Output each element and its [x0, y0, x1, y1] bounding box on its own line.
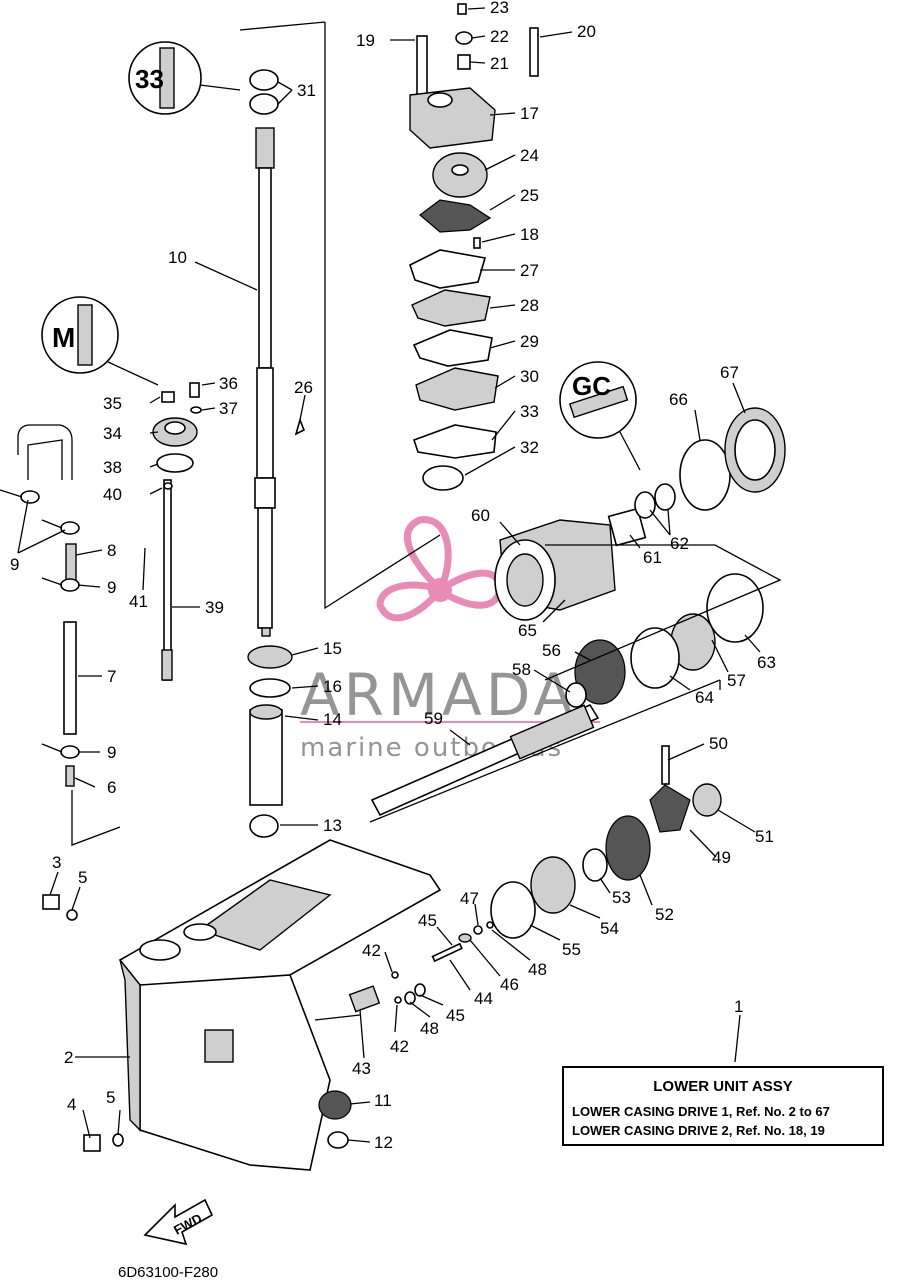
- part-label-50: 50: [709, 734, 728, 753]
- part-label-26: 26: [294, 378, 313, 397]
- part-label-10: 10: [168, 248, 187, 267]
- part-label-7: 7: [107, 667, 116, 686]
- part-label-61: 61: [643, 548, 662, 567]
- part-label-37: 37: [219, 399, 238, 418]
- svg-text:GC: GC: [572, 371, 611, 401]
- part-label-20: 20: [577, 22, 596, 41]
- part-label-51: 51: [755, 827, 774, 846]
- part-label-58: 58: [512, 660, 531, 679]
- part-label-19: 19: [356, 31, 375, 50]
- part-label-17: 17: [520, 104, 539, 123]
- part-label-2: 2: [64, 1048, 73, 1067]
- part-label-9c: 9: [107, 743, 116, 762]
- part-label-5: 5: [78, 868, 87, 887]
- part-label-38: 38: [103, 458, 122, 477]
- part-label-25: 25: [520, 186, 539, 205]
- part-label-32: 32: [520, 438, 539, 457]
- part-label-3: 3: [52, 853, 61, 872]
- part-label-64: 64: [695, 688, 714, 707]
- fwd-arrow-icon: FWD: [143, 1198, 214, 1246]
- svg-text:33: 33: [135, 64, 164, 94]
- part-label-16: 16: [323, 677, 342, 696]
- part-label-65: 65: [518, 621, 537, 640]
- part-label-45: 45: [418, 911, 437, 930]
- part-label-41: 41: [129, 592, 148, 611]
- part-label-29: 29: [520, 332, 539, 351]
- part-label-35: 35: [103, 394, 122, 413]
- part-label-4: 4: [67, 1095, 76, 1114]
- part-label-34: 34: [103, 424, 122, 443]
- part-label-66: 66: [669, 390, 688, 409]
- part-label-67: 67: [720, 363, 739, 382]
- part-label-33: 33: [520, 402, 539, 421]
- part-label-22: 22: [490, 27, 509, 46]
- part-label-6: 6: [107, 778, 116, 797]
- drawing-code: 6D63100-F280: [118, 1264, 219, 1281]
- part-label-42: 42: [362, 941, 381, 960]
- part-label-52: 52: [655, 905, 674, 924]
- part-label-14: 14: [323, 710, 342, 729]
- part-label-23: 23: [490, 0, 509, 17]
- part-label-48: 48: [420, 1019, 439, 1038]
- part-label-53: 53: [612, 888, 631, 907]
- part-label-49: 49: [712, 848, 731, 867]
- assembly-info-box: LOWER UNIT ASSY LOWER CASING DRIVE 1, Re…: [562, 1066, 884, 1146]
- part-label-13: 13: [323, 816, 342, 835]
- part-label-63: 63: [757, 653, 776, 672]
- info-box-line-2: LOWER CASING DRIVE 2, Ref. No. 18, 19: [572, 1123, 825, 1138]
- clip-icon: [41, 743, 80, 759]
- part-label-45b: 45: [446, 1006, 465, 1025]
- part-label-54: 54: [600, 919, 619, 938]
- clip-icon: [41, 519, 80, 535]
- info-box-title: LOWER UNIT ASSY: [653, 1078, 793, 1095]
- part-label-56: 56: [542, 641, 561, 660]
- part-label-43: 43: [352, 1059, 371, 1078]
- part-label-44: 44: [474, 989, 493, 1008]
- part-label-40: 40: [103, 485, 122, 504]
- part-label-42b: 42: [390, 1037, 409, 1056]
- part-label-60: 60: [471, 506, 490, 525]
- part-label-48b: 48: [528, 960, 547, 979]
- watermark-brand: ARMADA: [300, 661, 577, 729]
- grease-symbol-GC: GC: [559, 361, 641, 471]
- part-label-18: 18: [520, 225, 539, 244]
- part-label-39: 39: [205, 598, 224, 617]
- clip-icon: [0, 489, 40, 504]
- part-label-62: 62: [670, 534, 689, 553]
- part-label-57: 57: [727, 671, 746, 690]
- part-label-31: 31: [297, 81, 316, 100]
- info-box-line-1: LOWER CASING DRIVE 1, Ref. No. 2 to 67: [572, 1104, 830, 1119]
- part-label-15: 15: [323, 639, 342, 658]
- part-label-9b: 9: [107, 578, 116, 597]
- part-label-8: 8: [107, 541, 116, 560]
- grease-symbol-M: M: [41, 296, 159, 386]
- part-label-27: 27: [520, 261, 539, 280]
- svg-text:M: M: [52, 322, 75, 353]
- part-label-36: 36: [219, 374, 238, 393]
- part-label-28: 28: [520, 296, 539, 315]
- part-label-24: 24: [520, 146, 539, 165]
- part-label-5b: 5: [106, 1088, 115, 1107]
- part-label-11: 11: [374, 1091, 392, 1110]
- grease-symbol-33: 33: [128, 41, 241, 115]
- clip-icon: [41, 577, 80, 592]
- part-label-30: 30: [520, 367, 539, 386]
- part-label-21: 21: [490, 54, 509, 73]
- part-label-9: 9: [10, 555, 19, 574]
- part-label-59: 59: [424, 709, 443, 728]
- part-label-46: 46: [500, 975, 519, 994]
- part-label-1: 1: [734, 997, 743, 1016]
- part-label-47: 47: [460, 889, 479, 908]
- part-label-12: 12: [374, 1133, 393, 1152]
- svg-text:FWD: FWD: [171, 1211, 204, 1238]
- propeller-logo-icon: [376, 516, 504, 622]
- part-label-55: 55: [562, 940, 581, 959]
